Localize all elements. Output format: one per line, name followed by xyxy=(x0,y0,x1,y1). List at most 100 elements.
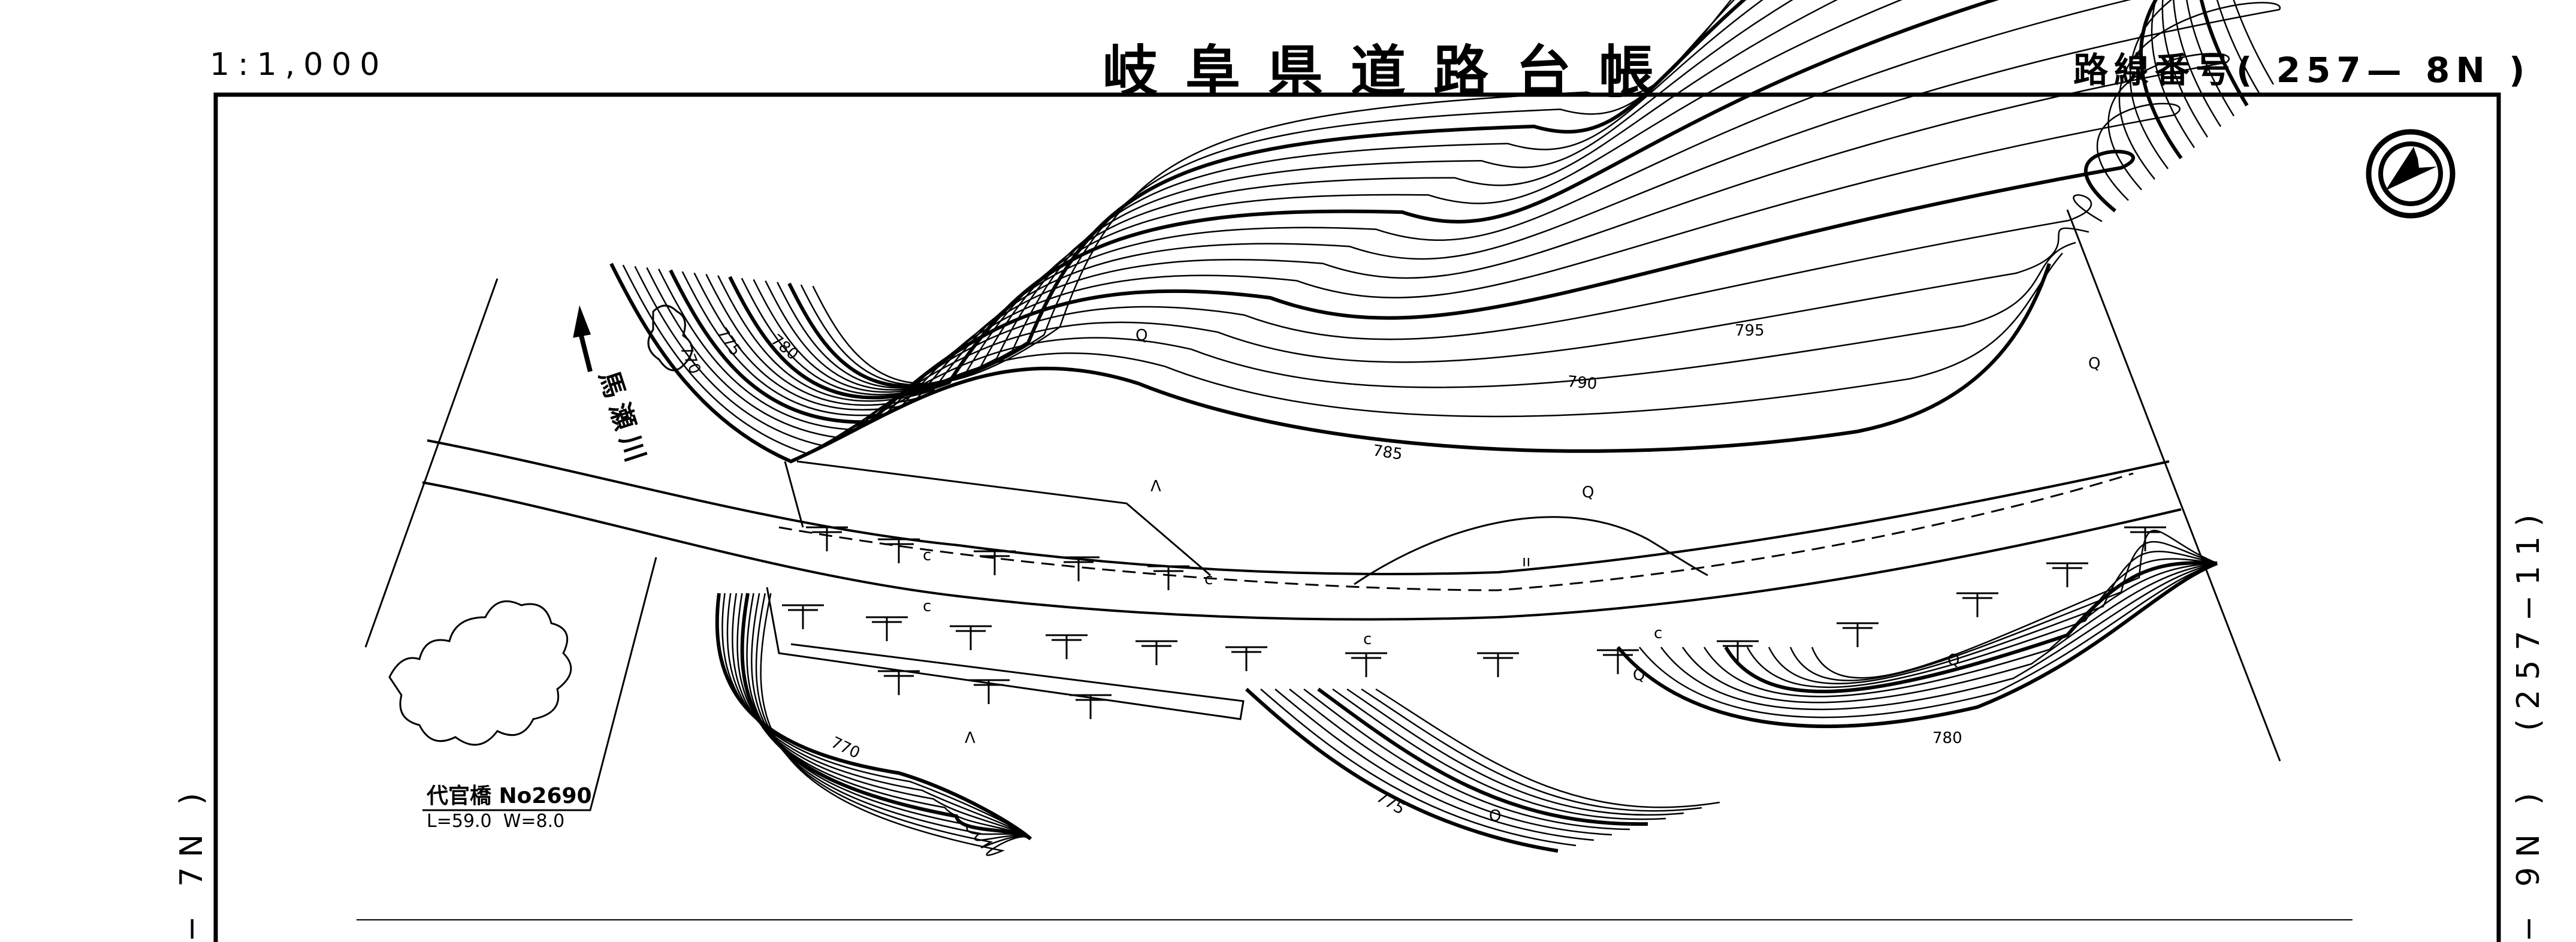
contour-line xyxy=(622,252,2063,455)
slope-tick xyxy=(1147,565,1189,590)
field-symbol: Q xyxy=(1489,807,1501,825)
slope-tick xyxy=(1477,652,1519,677)
road-edge-lower xyxy=(422,481,2182,621)
contour-line xyxy=(1275,689,1594,841)
contour-line xyxy=(1811,530,2218,679)
slope-tick xyxy=(2046,562,2088,587)
contour-line xyxy=(1260,689,1577,847)
contour-line xyxy=(1660,562,2218,711)
contour-line xyxy=(755,593,1031,849)
river-name: 馬瀬川 xyxy=(593,367,653,473)
slope-tick xyxy=(1345,652,1387,677)
slope-tick xyxy=(1597,649,1639,674)
slope-tick xyxy=(950,625,992,650)
contour-line xyxy=(1245,687,1559,853)
slope-tick xyxy=(968,679,1010,704)
contour-line xyxy=(681,102,2181,416)
slope-tick xyxy=(1837,622,1879,647)
contour-line xyxy=(1616,561,2218,728)
contour-line xyxy=(1332,688,1666,820)
contour-line xyxy=(760,593,1031,856)
slope-tick xyxy=(806,526,848,551)
contour-line xyxy=(751,593,1031,841)
contour-line xyxy=(1768,550,2218,685)
field-symbol: Q xyxy=(1582,484,1594,502)
contour-label: 780 xyxy=(1932,729,1962,747)
contour-line xyxy=(1789,541,2218,681)
contour-line xyxy=(609,262,2051,464)
contour-line xyxy=(721,593,1031,840)
slope-hatching xyxy=(782,526,2166,719)
retaining-wall xyxy=(766,587,1245,720)
slope-tick xyxy=(866,616,908,641)
contour-label: 770 xyxy=(677,342,704,376)
contour-line xyxy=(1346,688,1684,816)
contour-line xyxy=(740,593,1032,841)
contour-line xyxy=(728,0,2183,400)
map-frame xyxy=(213,92,2501,942)
upper-slope xyxy=(784,460,1211,576)
contour-line xyxy=(715,593,1032,841)
hill-dome xyxy=(1354,516,1708,585)
slope-tick xyxy=(878,670,920,695)
road-edge-upper xyxy=(427,439,2170,575)
field-symbol: Q xyxy=(1947,651,1959,669)
scale-label: 1:1,000 xyxy=(210,47,388,83)
contour-line xyxy=(705,2,2281,406)
contour-line xyxy=(753,0,2209,393)
sheet-boundary-right xyxy=(2066,209,2281,762)
contour-line xyxy=(646,227,2089,439)
contour-line xyxy=(812,0,2275,385)
slope-tick xyxy=(878,538,920,563)
field-symbol: Q xyxy=(1136,327,1147,345)
contour-line xyxy=(1317,687,1648,826)
grass-symbol: ıı xyxy=(1522,552,1530,570)
contour-line xyxy=(736,593,1031,840)
road-dashed-line xyxy=(778,472,2134,591)
slope-tick xyxy=(782,604,824,629)
contour-line xyxy=(1361,688,1702,812)
contour-line xyxy=(634,241,2076,446)
road xyxy=(422,439,2182,720)
contour-line xyxy=(1703,562,2218,698)
contour-line xyxy=(1375,688,1720,808)
contour-line xyxy=(800,0,2261,386)
concrete-symbol: c xyxy=(1654,624,1662,642)
contour-line xyxy=(1746,558,2218,689)
concrete-symbol: c xyxy=(923,597,931,615)
contour-label: 775 xyxy=(712,325,744,360)
field-symbol: Q xyxy=(1633,666,1645,684)
contour-line xyxy=(732,593,1031,840)
north-arrow-icon xyxy=(2366,129,2456,219)
contour-line xyxy=(1724,561,2218,693)
wasteland-symbol: Λ xyxy=(1150,478,1161,496)
bridge-dimensions: L=59.0 W=8.0 xyxy=(427,811,564,832)
contour-line xyxy=(1289,689,1612,836)
contour-label: 775 xyxy=(1373,788,1408,819)
slope-tick xyxy=(1956,592,1998,617)
bridge-name: 代官橋 No2690 xyxy=(426,784,592,808)
route-number: 路線番号( 257— 8N ) xyxy=(2073,50,2531,90)
contour-line xyxy=(658,194,2103,431)
contour-label: 785 xyxy=(1372,442,1403,464)
river-flow-arrow-icon xyxy=(573,305,593,372)
contour-line xyxy=(726,593,1031,840)
contour-line xyxy=(693,53,2230,411)
contour-line xyxy=(1639,562,2218,718)
contour-line xyxy=(669,150,2136,424)
slope-tick xyxy=(1717,640,1759,665)
contour-label: 790 xyxy=(1566,373,1597,393)
field-symbol: Q xyxy=(2088,355,2100,373)
concrete-symbol: c xyxy=(923,547,931,564)
sheet-boundary-left xyxy=(364,278,499,648)
vegetation-cluster xyxy=(388,304,693,746)
slope-tick xyxy=(974,550,1016,575)
contour-label: 795 xyxy=(1735,322,1765,340)
contour-line xyxy=(1303,689,1630,831)
slope-tick xyxy=(1225,646,1267,671)
contour-line xyxy=(717,0,2173,402)
contour-line xyxy=(1681,562,2218,704)
slope-tick xyxy=(2124,526,2166,551)
slope-tick xyxy=(1046,634,1088,659)
